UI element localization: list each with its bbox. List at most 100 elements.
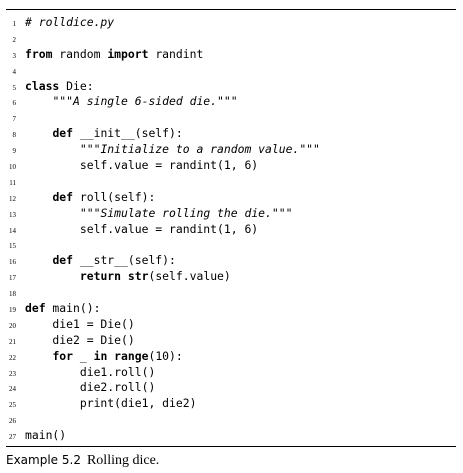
code-text: def __str__(self): (25, 252, 176, 268)
code-line: 27 main() (0, 427, 463, 443)
code-token (25, 142, 80, 156)
keyword: def (25, 301, 46, 316)
code-line: 3 from random import randint (0, 46, 463, 62)
code-line: 25 print(die1, die2) (0, 395, 463, 411)
code-text: die1.roll() (25, 364, 155, 380)
code-line: 5 class Die: (0, 78, 463, 94)
bottom-rule (6, 446, 456, 447)
code-token: die1 = Die() (25, 316, 135, 331)
line-number: 21 (9, 337, 16, 346)
code-line: 17 return str(self.value) (0, 268, 463, 284)
code-text: die2 = Die() (25, 332, 135, 348)
code-text: die2.roll() (25, 379, 155, 395)
code-token (25, 349, 52, 363)
code-token (121, 269, 128, 283)
line-number: 12 (9, 194, 16, 203)
code-line: 22 for _ in range(10): (0, 348, 463, 364)
line-number: 20 (9, 321, 16, 330)
code-line: 21 die2 = Die() (0, 332, 463, 348)
keyword: import (107, 46, 149, 61)
code-token (25, 206, 80, 220)
line-number: 10 (9, 163, 16, 172)
code-token: roll(self): (73, 189, 156, 204)
code-line: 1 # rolldice.py (0, 14, 463, 30)
line-number: 8 (12, 131, 17, 140)
code-text: def __init__(self): (25, 125, 183, 141)
code-token: randint (148, 46, 204, 61)
code-line: 23 die1.roll() (0, 364, 463, 380)
line-number: 18 (9, 290, 16, 299)
line-number: 4 (12, 67, 17, 76)
code-text: # rolldice.py (25, 14, 114, 30)
code-line: 4 (0, 62, 463, 78)
line-number: 7 (12, 115, 17, 124)
top-rule (6, 9, 456, 10)
code-token: die2 = Die() (25, 332, 135, 347)
line-number: 26 (9, 417, 16, 426)
code-token: die2.roll() (25, 380, 156, 395)
code-line: 16 def __str__(self): (0, 252, 463, 268)
code-token (25, 190, 52, 204)
line-number: 15 (9, 242, 16, 251)
code-token: __str__(self): (73, 253, 176, 268)
code-token (25, 269, 80, 283)
code-line: 12 def roll(self): (0, 189, 463, 205)
comment-or-docstring: """Initialize to a random value.""" (79, 142, 320, 157)
code-line: 24 die2.roll() (0, 379, 463, 395)
code-line: 20 die1 = Die() (0, 316, 463, 332)
code-token (25, 94, 52, 108)
line-number: 17 (9, 274, 16, 283)
code-token: die1.roll() (25, 364, 156, 379)
keyword: in (93, 348, 108, 363)
keyword: def (52, 189, 74, 204)
code-token (25, 253, 52, 267)
line-number: 2 (12, 35, 17, 44)
code-line: 14 self.value = randint(1, 6) (0, 221, 463, 237)
line-number: 13 (9, 210, 16, 219)
code-line: 15 (0, 236, 463, 252)
line-number: 22 (9, 353, 16, 362)
code-text: self.value = randint(1, 6) (25, 157, 258, 173)
code-token: Die: (59, 78, 94, 93)
keyword: def (52, 253, 74, 268)
code-text: die1 = Die() (25, 316, 135, 332)
code-line: 7 (0, 109, 463, 125)
code-line: 10 self.value = randint(1, 6) (0, 157, 463, 173)
line-number: 25 (9, 401, 16, 410)
line-number: 1 (12, 20, 17, 28)
keyword: def (52, 126, 74, 141)
caption-text: Rolling dice. (86, 453, 160, 468)
comment-or-docstring: """A single 6-sided die.""" (52, 94, 238, 109)
line-number: 3 (12, 51, 17, 60)
comment-or-docstring: # rolldice.py (25, 15, 115, 29)
code-text: """A single 6-sided die.""" (25, 93, 238, 109)
code-token: random (52, 46, 108, 61)
line-number: 14 (9, 226, 16, 235)
code-line: 11 (0, 173, 463, 189)
line-number: 9 (12, 147, 17, 156)
code-text: self.value = randint(1, 6) (25, 221, 258, 237)
code-line: 6 """A single 6-sided die.""" (0, 93, 463, 109)
keyword: class (25, 78, 60, 93)
line-number: 19 (9, 306, 16, 315)
code-token: main(): (45, 301, 101, 316)
line-number: 6 (12, 99, 17, 108)
comment-or-docstring: """Simulate rolling the die.""" (79, 205, 293, 220)
line-number: 27 (9, 433, 16, 442)
code-text: def main(): (25, 300, 100, 316)
code-line: 9 """Initialize to a random value.""" (0, 141, 463, 157)
code-text: for _ in range(10): (25, 348, 183, 364)
code-token: __init__(self): (73, 126, 183, 141)
code-token: main() (25, 428, 67, 443)
code-text: def roll(self): (25, 189, 155, 205)
code-text: from random import randint (25, 46, 203, 62)
keyword: from (25, 46, 53, 61)
code-text: class Die: (25, 78, 94, 94)
code-token: (10): (148, 348, 183, 363)
line-number: 5 (12, 83, 17, 92)
code-line: 19 def main(): (0, 300, 463, 316)
line-number: 16 (9, 258, 16, 267)
code-line: 18 (0, 284, 463, 300)
code-token: self.value = randint(1, 6) (25, 158, 259, 173)
